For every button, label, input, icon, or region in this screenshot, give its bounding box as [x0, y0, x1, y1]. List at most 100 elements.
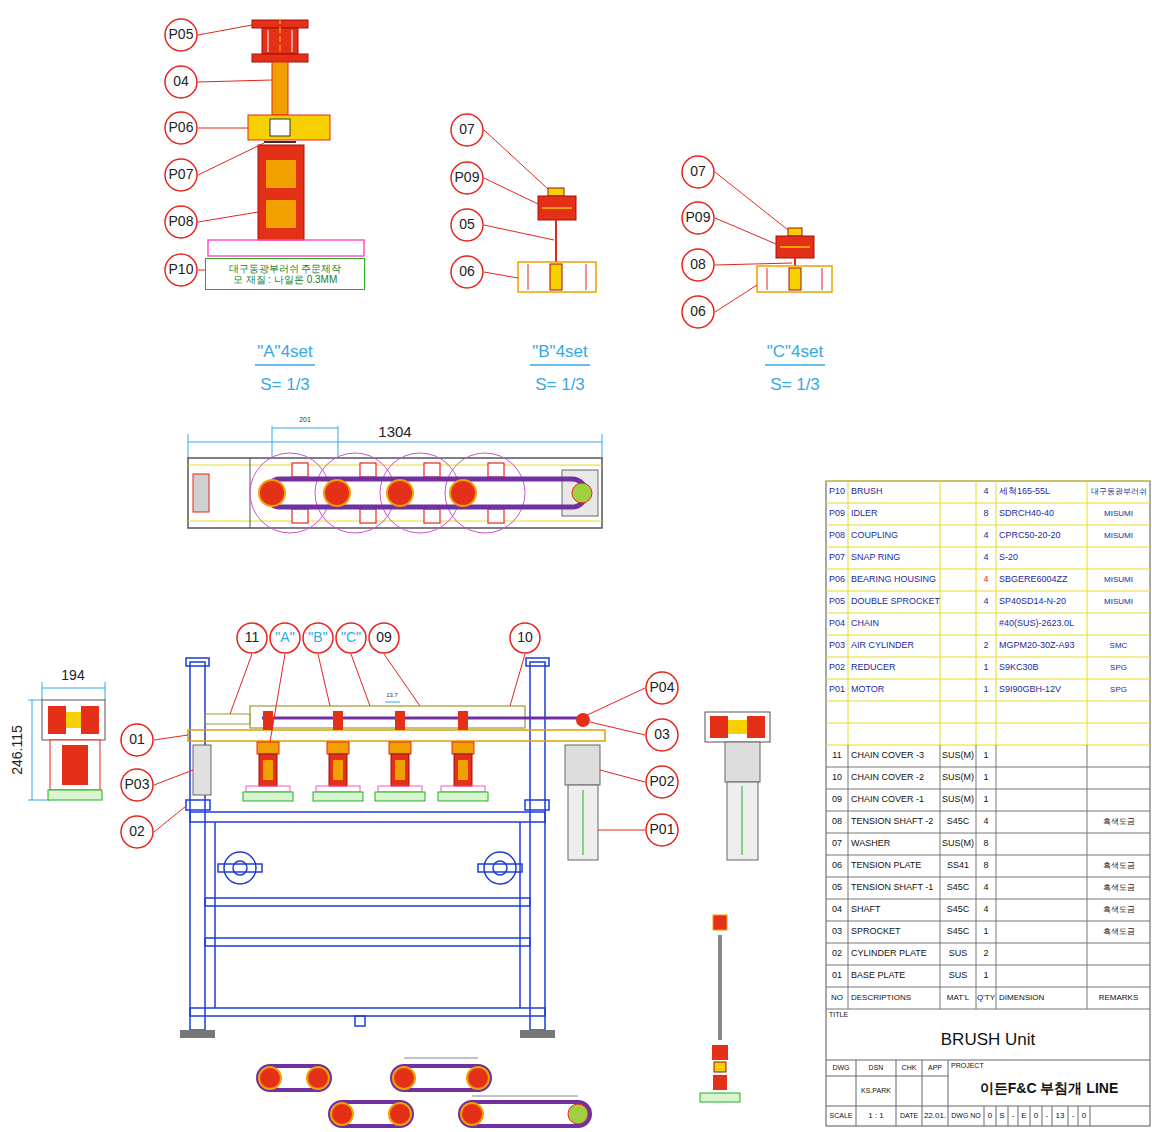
leader-line: [600, 770, 645, 782]
callout-circle-outline: [510, 623, 540, 653]
leader-line: [198, 212, 258, 222]
top-view: [380, 453, 460, 533]
view-a-assembly: [266, 200, 296, 228]
table-cell: SBGERE6004ZZ: [999, 575, 1068, 585]
table-cell: CHAIN COVER -3: [851, 751, 924, 761]
table-cell: CHAIN COVER -1: [851, 795, 924, 805]
chain-loop: [389, 1103, 411, 1125]
callout-circle: 09: [368, 622, 400, 654]
view-a-assembly: [272, 62, 288, 115]
callout-number: 10: [517, 630, 533, 645]
callout-circle: 07: [450, 113, 484, 147]
view-b-assembly: [555, 220, 557, 262]
view-a-assembly: [258, 145, 304, 240]
table-cell: SPG: [1110, 686, 1127, 695]
view-b-assembly: [548, 188, 564, 196]
front-view-parts: [568, 785, 598, 860]
table-cell: SUS(M): [942, 839, 974, 849]
callout-circle-outline: [682, 202, 714, 234]
title-block-grid: [826, 481, 1150, 1126]
parts-table-grid: [826, 855, 1150, 856]
table-cell: S-20: [999, 553, 1018, 563]
view-a-assembly: [270, 119, 290, 136]
parts-table-grid: [826, 569, 1150, 570]
callout-number: P03: [125, 777, 150, 792]
table-cell: SNAP RING: [851, 553, 900, 563]
table-cell: 01: [832, 971, 842, 981]
table-cell: SS41: [947, 861, 969, 871]
drawing-number-digit: E: [1021, 1112, 1026, 1121]
machine-frame: [214, 822, 216, 1008]
leader-line: [198, 128, 248, 129]
view-a-assembly: [264, 141, 296, 143]
project-name: 이든F&C 부침개 LINE: [980, 1081, 1118, 1096]
machine-foot: [520, 1030, 555, 1038]
callout-number: P06: [169, 120, 194, 135]
parts-table-grid: [826, 877, 1150, 878]
top-view: [424, 509, 440, 523]
title-block-grid: [948, 1060, 949, 1126]
exploded-parts: [700, 1093, 740, 1102]
table-cell: SUS(M): [942, 751, 974, 761]
leader-line: [590, 722, 645, 735]
callout-number: P09: [455, 170, 480, 185]
leader-line: [715, 263, 792, 265]
callout-circle: 07: [681, 155, 715, 189]
table-cell: 4: [983, 531, 988, 541]
table-cell: COUPLING: [851, 531, 898, 541]
front-view-parts: [193, 745, 211, 795]
leader-line: [230, 654, 252, 714]
callout-number: 05: [459, 217, 475, 232]
view-b-assembly: [542, 207, 572, 209]
top-view: [387, 480, 413, 506]
side-view: [742, 786, 743, 855]
callout-circle-outline: [451, 114, 483, 146]
table-cell: S45C: [947, 817, 970, 827]
side-view: [50, 740, 100, 790]
table-cell: 1: [983, 773, 988, 783]
callout-circle-outline: [682, 156, 714, 188]
dimension-line: [188, 442, 602, 443]
table-cell: 2: [983, 949, 988, 959]
leader-line: [154, 806, 186, 832]
note-text: 모 재질 : 나일론 0.3MM: [233, 274, 337, 285]
callout-number: 07: [459, 122, 475, 137]
title-block-value: 22.01.: [924, 1112, 946, 1121]
callout-circle: 08: [681, 248, 715, 282]
top-view: [259, 480, 285, 506]
callout-number: P10: [169, 262, 194, 277]
exploded-parts: [713, 915, 727, 930]
title-block-field: DWG NO: [951, 1112, 981, 1120]
table-cell: CYLINDER PLATE: [851, 949, 927, 959]
side-view: [48, 790, 102, 800]
table-cell: P10: [829, 487, 845, 497]
machine-frame: [233, 861, 247, 875]
parts-table-grid: [826, 965, 1150, 966]
leader-line: [598, 830, 645, 831]
top-view: [572, 483, 592, 503]
top-view: [259, 480, 476, 506]
chain-loop: [307, 1067, 329, 1089]
callout-circle: P09: [450, 161, 484, 195]
callout-circle-outline: [121, 769, 153, 801]
callout-number: P08: [169, 214, 194, 229]
title-block-grid: [1018, 1106, 1019, 1126]
callout-circle: P02: [645, 765, 679, 799]
table-cell: P07: [829, 553, 845, 563]
dimension-text: 201: [299, 416, 311, 424]
table-cell: SUS(M): [942, 773, 974, 783]
table-cell: MGPM20-30Z-A93: [999, 641, 1075, 651]
parts-table-grid: [826, 987, 1150, 988]
parts-table-grid: [826, 811, 1150, 812]
top-view: [488, 463, 504, 477]
table-cell: 1: [983, 663, 988, 673]
view-b-assembly: [538, 196, 576, 220]
parts-table-grid: [826, 1009, 1150, 1010]
table-cell: 4: [983, 487, 988, 497]
view-title: "C"4set: [767, 343, 823, 362]
view-c-assembly: [788, 228, 802, 236]
side-view: [725, 742, 760, 782]
table-cell: MOTOR: [851, 685, 884, 695]
callout-number: 04: [173, 74, 189, 89]
